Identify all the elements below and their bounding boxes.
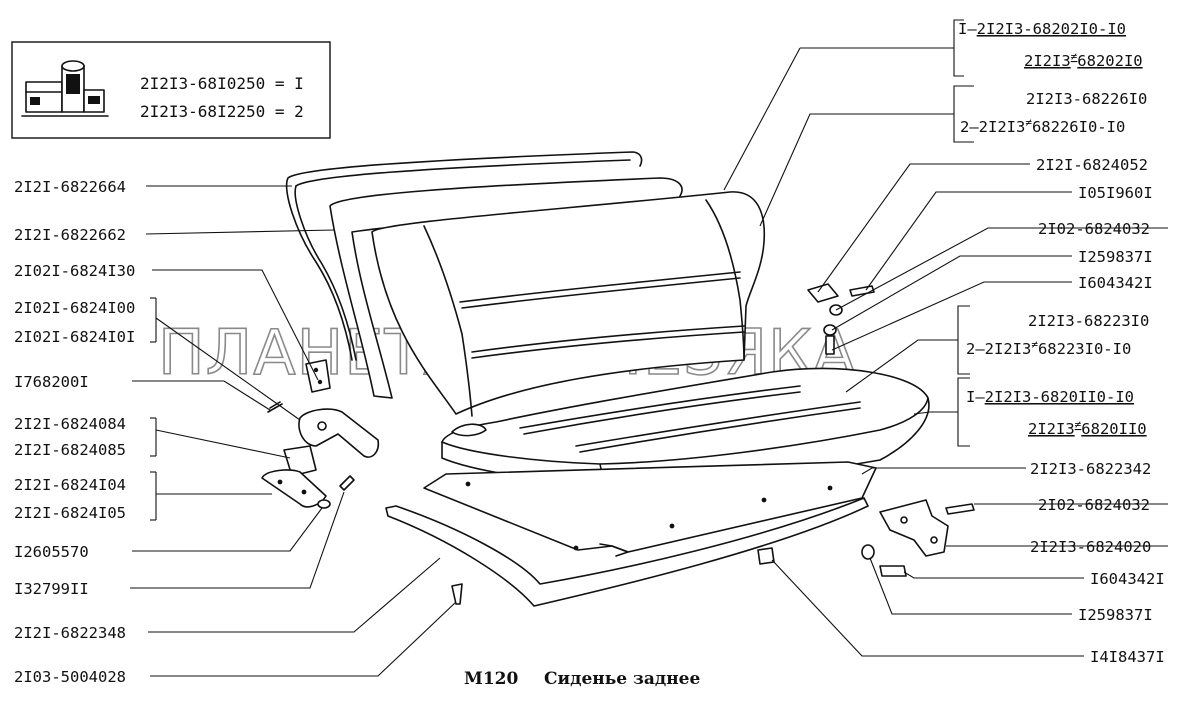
- label-I05I960I: I05I960I: [1078, 184, 1153, 202]
- bolt-right-lower: [879, 565, 907, 577]
- svg-text:2I2I3≠6820II0: 2I2I3≠6820II0: [1028, 418, 1147, 438]
- group3-code-b-tail: 68223I0-I0: [1038, 340, 1131, 358]
- seat-drawing: [261, 151, 975, 607]
- svg-text:I—2I2I3-68202I0-I0: I—2I2I3-68202I0-I0: [958, 20, 1126, 38]
- group4-code-b: 2I2I3: [1028, 420, 1075, 438]
- label-I2605570: I2605570: [14, 543, 89, 561]
- bottom-board: [385, 497, 869, 607]
- group3-prefix: 2—: [966, 340, 985, 358]
- group-backrest-1: I—2I2I3-68202I0-I0 2I2I3≠68202I0: [958, 20, 1143, 70]
- label-I4I8437I: I4I8437I: [1090, 648, 1165, 666]
- svg-text:2—2I2I3≠68226I0-I0: 2—2I2I3≠68226I0-I0: [960, 116, 1125, 136]
- bracket-mid: [283, 445, 317, 477]
- group4-sup: ≠: [1075, 418, 1082, 431]
- label-2I2I-6824052: 2I2I-6824052: [1036, 156, 1148, 174]
- group-cushion-1: I—2I2I3-6820II0-I0 2I2I3≠6820II0: [966, 388, 1147, 438]
- label-I32799II: I32799II: [14, 580, 89, 598]
- label-2I2I3-6824020: 2I2I3-6824020: [1030, 538, 1151, 556]
- left-labels: 2I2I-6822664 2I2I-6822662 2I02I-6824I30 …: [14, 178, 135, 686]
- group1-sup: ≠: [1071, 50, 1078, 63]
- bolt-right: [945, 503, 975, 515]
- bracket-upper: [298, 408, 380, 458]
- svg-text:2—2I2I3≠68223I0-I0: 2—2I2I3≠68223I0-I0: [966, 338, 1131, 358]
- label-2I02I-6824I0I: 2I02I-6824I0I: [14, 328, 135, 346]
- clip: [757, 547, 775, 565]
- leader-lines: [130, 19, 1168, 677]
- group3-code-a: 2I2I3-68223I0: [1028, 312, 1149, 330]
- legend: 2I2I3-68I0250 = I 2I2I3-68I2250 = 2: [11, 41, 331, 139]
- group-backrest-2: 2I2I3-68226I0 2—2I2I3≠68226I0-I0: [960, 90, 1147, 136]
- label-2I2I-6822664: 2I2I-6822664: [14, 178, 126, 196]
- label-2I02-6824032-lower: 2I02-6824032: [1038, 496, 1150, 514]
- label-2I2I-6822348: 2I2I-6822348: [14, 624, 126, 642]
- svg-text:I—2I2I3-6820II0-I0: I—2I2I3-6820II0-I0: [966, 388, 1134, 406]
- group3-sup: ≠: [1031, 338, 1038, 351]
- washer-left: [317, 499, 331, 509]
- bracket-lower: [261, 469, 327, 508]
- washer-right: [861, 544, 875, 560]
- svg-text:2I2I3≠68202I0: 2I2I3≠68202I0: [1024, 50, 1143, 70]
- right-hinge: [879, 499, 949, 557]
- screw-bottom: [451, 583, 463, 605]
- label-2I02I-6824I30: 2I02I-6824I30: [14, 262, 135, 280]
- group2-code-b-tail: 68226I0-I0: [1032, 118, 1125, 136]
- label-2I02I-6824I00: 2I02I-6824I00: [14, 299, 135, 317]
- label-2I2I-6822662: 2I2I-6822662: [14, 226, 126, 244]
- label-I259837I-lower: I259837I: [1078, 606, 1153, 624]
- label-2I02-6824032-upper: 2I02-6824032: [1038, 220, 1150, 238]
- group4-code-a: 2I2I3-6820II0-I0: [985, 388, 1134, 406]
- group4-code-b-tail: 6820II0: [1081, 420, 1146, 438]
- legend-line-1: 2I2I3-68I0250 = I: [140, 74, 304, 93]
- label-I259837I-upper: I259837I: [1078, 248, 1153, 266]
- group1-prefix: I—: [958, 20, 977, 38]
- label-I604342I-upper: I604342I: [1078, 274, 1153, 292]
- group3-code-b: 2I2I3: [985, 340, 1032, 358]
- label-I768200I: I768200I: [14, 373, 89, 391]
- label-2I2I-6824084: 2I2I-6824084: [14, 415, 126, 433]
- label-2I2I-6824085: 2I2I-6824085: [14, 441, 126, 459]
- label-2I2I-6824I05: 2I2I-6824I05: [14, 504, 126, 522]
- group2-prefix: 2—: [960, 118, 979, 136]
- seat-base-panel: [423, 461, 877, 553]
- label-2I2I3-6822342: 2I2I3-6822342: [1030, 460, 1151, 478]
- backrest-cushion: [371, 191, 766, 415]
- right-labels: 2I2I-6824052 I05I960I 2I02-6824032 I2598…: [1030, 156, 1165, 666]
- screw-left: [267, 401, 283, 413]
- group-cushion-2: 2I2I3-68223I0 2—2I2I3≠68223I0-I0: [966, 312, 1149, 358]
- label-2I03-5004028: 2I03-5004028: [14, 668, 126, 686]
- bolt-left: [339, 475, 355, 491]
- group1-code-b-tail: 68202I0: [1077, 52, 1142, 70]
- group1-code-b: 2I2I3: [1024, 52, 1071, 70]
- backrest-frame: [285, 151, 643, 361]
- group1-code-a: 2I2I3-68202I0-I0: [977, 20, 1126, 38]
- plate-upper-right: [807, 283, 839, 303]
- group2-code-a: 2I2I3-68226I0: [1026, 90, 1147, 108]
- caption-code: M120: [464, 669, 518, 689]
- group2-code-b: 2I2I3: [979, 118, 1026, 136]
- legend-line-2: 2I2I3-68I2250 = 2: [140, 102, 304, 121]
- caption-title: Сиденье заднее: [544, 669, 700, 689]
- group2-sup: ≠: [1025, 116, 1032, 129]
- label-I604342I-lower: I604342I: [1090, 570, 1165, 588]
- kit-icon: [21, 60, 109, 117]
- group4-prefix: I—: [966, 388, 985, 406]
- label-2I2I-6824I04: 2I2I-6824I04: [14, 476, 126, 494]
